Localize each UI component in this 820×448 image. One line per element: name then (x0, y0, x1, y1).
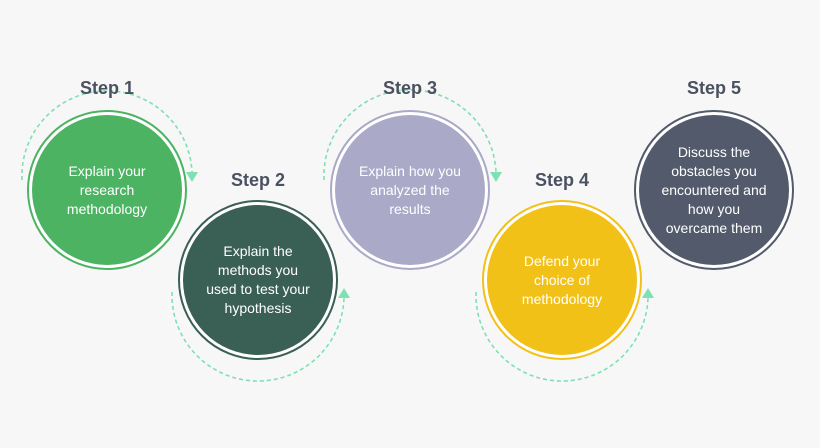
step-1-circle: Explain your research methodology (32, 115, 182, 265)
step-2-arrow-icon (338, 288, 350, 298)
step-1-title: Step 1 (79, 78, 135, 98)
step-5-title: Step 5 (686, 78, 742, 98)
step-5-circle: Discuss the obstacles you encountered an… (639, 115, 789, 265)
step-3-node: Explain how you analyzed the results (330, 110, 490, 270)
step-5-text: Discuss the obstacles you encountered an… (661, 143, 767, 236)
step-1-text: Explain your research methodology (66, 162, 148, 217)
step-1-node: Explain your research methodology (27, 110, 187, 270)
step-5-node: Discuss the obstacles you encountered an… (634, 110, 794, 270)
step-2-node: Explain the methods you used to test you… (178, 200, 338, 360)
step-2-title: Step 2 (230, 170, 286, 190)
step-3-text: Explain how you analyzed the results (359, 162, 461, 217)
step-4-arrow-icon (642, 288, 654, 298)
step-4-circle: Defend your choice of methodology (487, 205, 637, 355)
step-1-arc (21, 90, 193, 181)
step-3-arc (323, 89, 497, 181)
step-2-text: Explain the methods you used to test you… (206, 243, 310, 316)
step-2-circle: Explain the methods you used to test you… (183, 205, 333, 355)
step-4-title: Step 4 (534, 170, 590, 190)
step-3-circle: Explain how you analyzed the results (335, 115, 485, 265)
step-3-arrow-icon (490, 172, 502, 182)
step-2-arc (171, 291, 345, 382)
step-4-text: Defend your choice of methodology (521, 252, 603, 307)
step-4-arc (475, 291, 649, 382)
step-4-node: Defend your choice of methodology (482, 200, 642, 360)
step-1-arrow-icon (186, 172, 198, 182)
step-3-title: Step 3 (382, 78, 438, 98)
